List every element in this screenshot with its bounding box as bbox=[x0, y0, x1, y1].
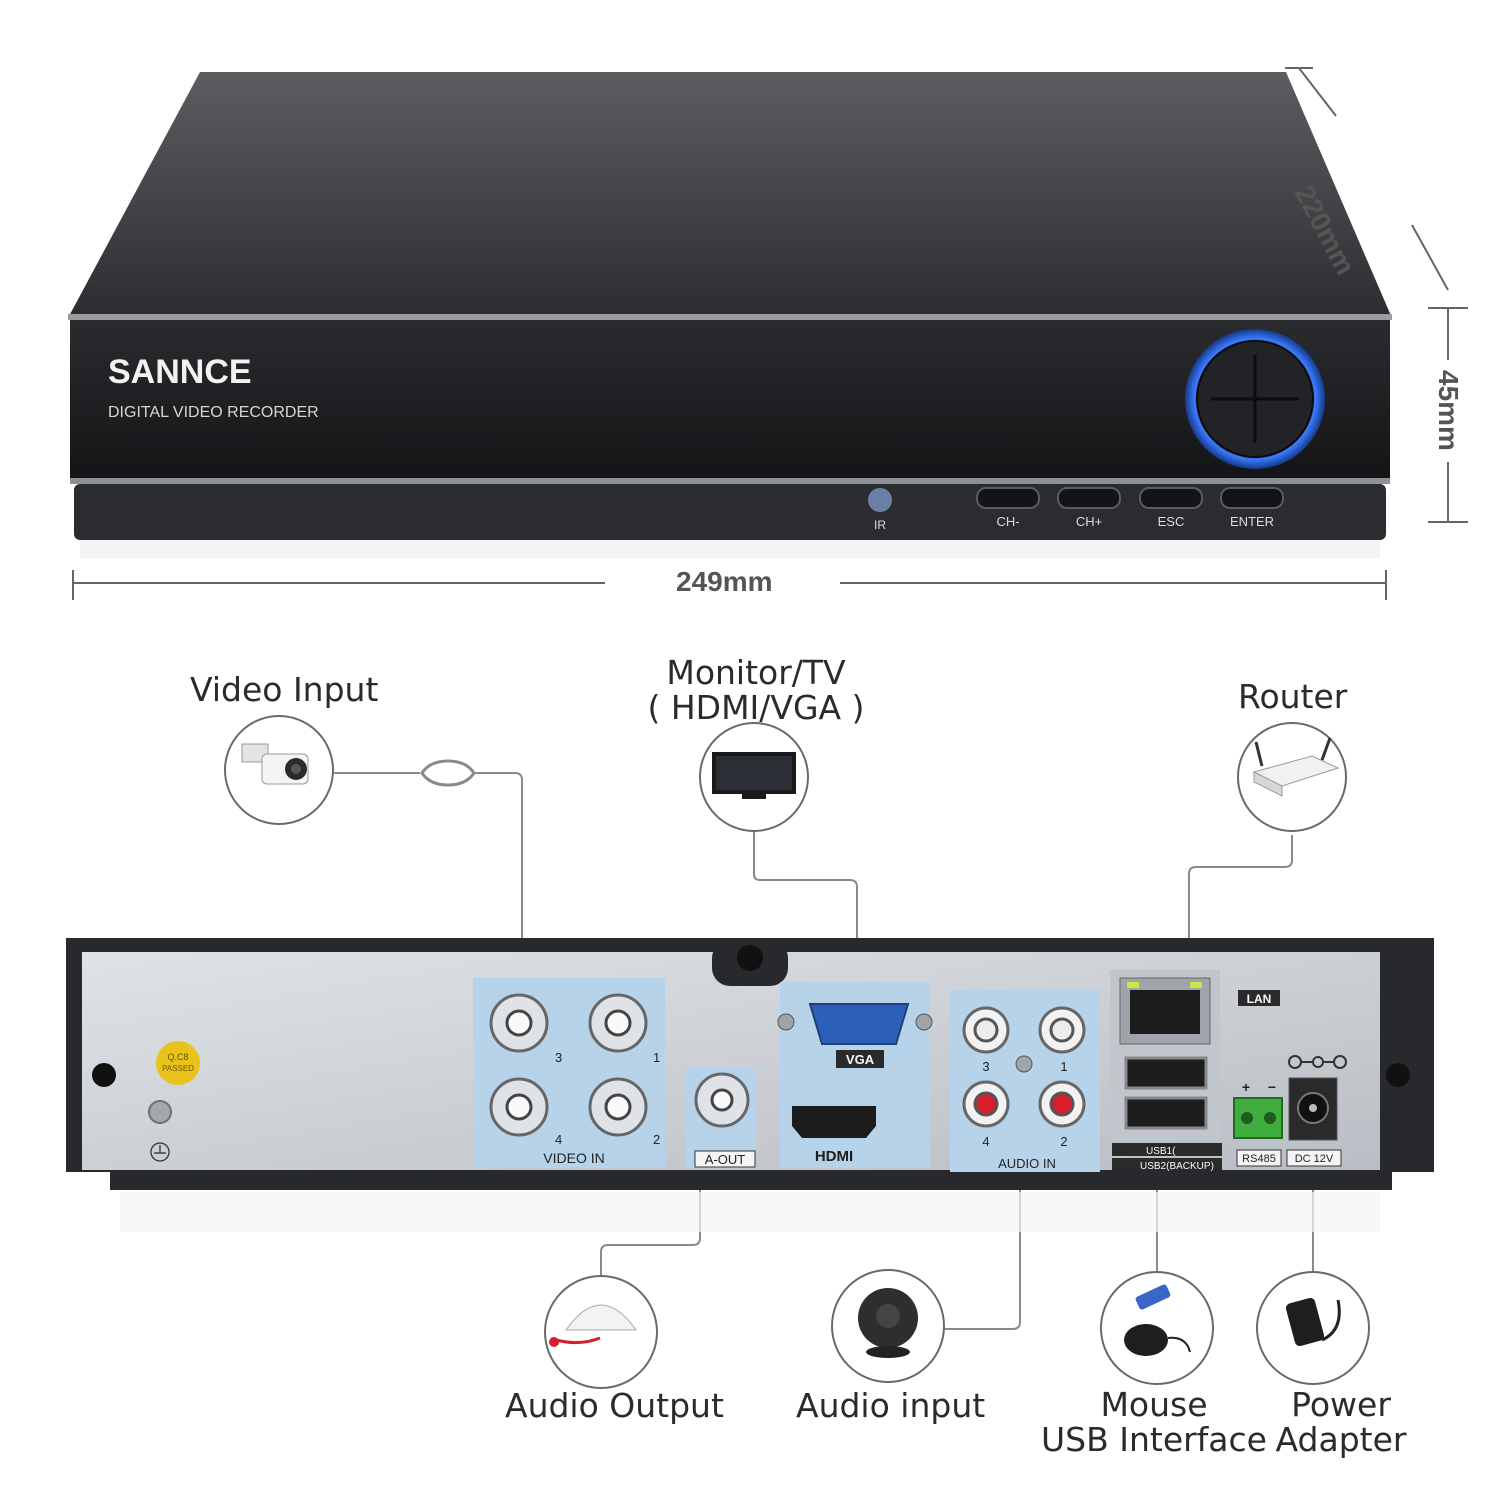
lan-label: LAN bbox=[1247, 992, 1272, 1006]
mouse-icon bbox=[1100, 1271, 1214, 1385]
caption-router: Router bbox=[1238, 677, 1348, 716]
caption-monitor-line2: ( HDMI/VGA ) bbox=[647, 687, 865, 727]
ir-label: IR bbox=[874, 518, 886, 532]
svg-text:4: 4 bbox=[555, 1132, 562, 1147]
svg-text:+: + bbox=[1242, 1079, 1250, 1095]
front-face bbox=[70, 320, 1390, 478]
front-highlight-strip bbox=[68, 314, 1392, 320]
front-view: SANNCE DIGITAL VIDEO RECORDER IR CH- CH+… bbox=[68, 72, 1392, 558]
front-button-ch-minus[interactable]: CH- bbox=[976, 487, 1040, 529]
dvr-top-surface bbox=[68, 72, 1392, 318]
audio-out-port[interactable]: A-OUT bbox=[686, 1068, 756, 1168]
caption-audio-input: Audio input bbox=[796, 1386, 986, 1425]
video-in-ports[interactable]: 3 1 4 2 VIDEO IN bbox=[473, 978, 665, 1168]
enter-label: ENTER bbox=[1230, 514, 1274, 529]
svg-text:4: 4 bbox=[982, 1134, 989, 1149]
camera-icon bbox=[224, 715, 334, 825]
front-button-ch-plus[interactable]: CH+ bbox=[1057, 487, 1121, 529]
ch-plus-label: CH+ bbox=[1076, 514, 1102, 529]
usb2-label: USB2(BACKUP) bbox=[1140, 1161, 1214, 1172]
brand-logo: SANNCE bbox=[108, 353, 252, 391]
caption-power-line1: Power bbox=[1291, 1385, 1391, 1424]
vga-hdmi-ports[interactable]: VGA HDMI bbox=[777, 982, 933, 1168]
caption-mouse-line1: Mouse bbox=[1100, 1385, 1208, 1424]
svg-text:Q.C8: Q.C8 bbox=[167, 1052, 188, 1062]
audio-in-label: AUDIO IN bbox=[998, 1156, 1056, 1171]
svg-text:3: 3 bbox=[982, 1059, 989, 1074]
width-dimension: 249mm bbox=[676, 566, 773, 597]
ground-screw bbox=[148, 1100, 172, 1162]
monitor-icon bbox=[699, 722, 809, 832]
svg-text:2: 2 bbox=[653, 1132, 660, 1147]
dc-power-jack[interactable]: DC 12V bbox=[1286, 1055, 1347, 1167]
caption-monitor-line1: Monitor/TV bbox=[666, 653, 846, 692]
front-button-enter[interactable]: ENTER bbox=[1220, 487, 1284, 529]
svg-text:1: 1 bbox=[653, 1050, 660, 1065]
caption-monitor: Monitor/TV ( HDMI/VGA ) bbox=[636, 653, 876, 727]
svg-text:−: − bbox=[1268, 1079, 1276, 1095]
height-dimension: 45mm bbox=[1433, 370, 1464, 451]
svg-text:1: 1 bbox=[1060, 1059, 1067, 1074]
front-lower-strip bbox=[70, 478, 1390, 484]
svg-text:2: 2 bbox=[1060, 1134, 1067, 1149]
usb1-label: USB1( bbox=[1146, 1146, 1176, 1157]
rear-view: Q.C8 PASSED 3 1 4 2 VIDEO IN bbox=[66, 938, 1434, 1232]
svg-text:PASSED: PASSED bbox=[162, 1064, 194, 1073]
device-subtitle: DIGITAL VIDEO RECORDER bbox=[108, 404, 319, 421]
ir-sensor: IR bbox=[868, 488, 892, 532]
dc-label: DC 12V bbox=[1295, 1153, 1334, 1165]
vga-label: VGA bbox=[846, 1052, 875, 1067]
video-in-label: VIDEO IN bbox=[543, 1150, 604, 1166]
caption-video-input: Video Input bbox=[190, 670, 379, 709]
caption-audio-output: Audio Output bbox=[505, 1386, 724, 1425]
front-reflection bbox=[80, 540, 1380, 558]
caption-power: Power Adapter bbox=[1274, 1385, 1408, 1459]
enter-dial[interactable] bbox=[1185, 329, 1325, 469]
audio-in-ports[interactable]: 3 1 4 2 AUDIO IN bbox=[950, 990, 1100, 1172]
router-icon bbox=[1237, 722, 1347, 832]
hdmi-label: HDMI bbox=[815, 1148, 853, 1165]
microphone-icon bbox=[544, 1275, 658, 1389]
speaker-icon bbox=[831, 1269, 945, 1383]
caption-mouse-line2: USB Interface bbox=[1041, 1419, 1267, 1459]
ch-minus-label: CH- bbox=[996, 514, 1019, 529]
dimension-lines bbox=[72, 67, 1468, 600]
rs485-label: RS485 bbox=[1242, 1153, 1276, 1165]
lan-usb-ports[interactable]: LAN USB1( USB2(BACKUP) bbox=[1110, 970, 1280, 1172]
svg-text:3: 3 bbox=[555, 1050, 562, 1065]
qc-sticker: Q.C8 PASSED bbox=[156, 1041, 200, 1085]
front-button-esc[interactable]: ESC bbox=[1139, 487, 1203, 529]
rear-reflection bbox=[120, 1192, 1380, 1232]
power-adapter-icon bbox=[1256, 1271, 1370, 1385]
caption-power-line2: Adapter bbox=[1275, 1419, 1407, 1459]
esc-label: ESC bbox=[1158, 514, 1185, 529]
rs485-terminal[interactable]: + − RS485 bbox=[1233, 1079, 1283, 1167]
aout-label: A-OUT bbox=[705, 1152, 746, 1167]
caption-mouse: Mouse USB Interface bbox=[1036, 1385, 1272, 1459]
